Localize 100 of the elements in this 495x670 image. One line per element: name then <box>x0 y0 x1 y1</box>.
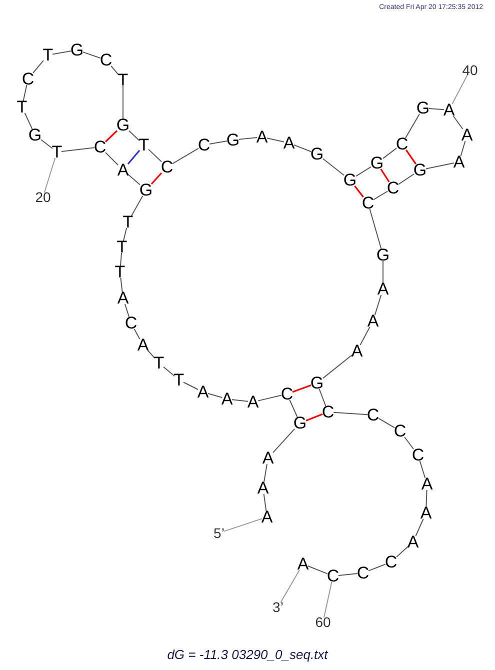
nucleotide-letter: A <box>443 102 455 118</box>
base-pair-line <box>104 130 118 142</box>
nucleotide-letter: A <box>117 162 129 178</box>
nucleotide-letter: C <box>124 314 138 332</box>
position-label: 40 <box>462 63 478 77</box>
backbone-line <box>264 464 268 482</box>
backbone-line <box>338 573 358 576</box>
nucleotide-letter: G <box>310 146 324 162</box>
nucleotide-letter: C <box>160 158 174 176</box>
backbone-line <box>183 382 198 390</box>
nucleotide-letter: G <box>139 182 153 198</box>
nucleotide-letter: G <box>70 42 84 58</box>
nucleotide-letter: A <box>197 384 209 400</box>
nucleotide-letter: G <box>416 100 430 116</box>
backbone-line <box>308 566 328 574</box>
backbone-line <box>124 304 130 318</box>
nucleotide-letter: C <box>326 568 340 584</box>
nucleotide-letter: C <box>198 136 210 154</box>
base-pair-line <box>380 168 390 182</box>
backbone-line <box>238 137 258 140</box>
nucleotide-letter: C <box>22 70 34 88</box>
backbone-line <box>426 162 454 170</box>
nucleotide-letter: A <box>420 504 432 522</box>
nucleotide-letter: A <box>461 126 473 144</box>
nucleotide-letter: C <box>356 564 370 582</box>
backbone-line <box>322 354 352 379</box>
position-label: 60 <box>315 615 331 629</box>
backbone-line <box>120 252 122 266</box>
nucleotide-letter: T <box>138 136 150 154</box>
backbone-line <box>128 174 140 186</box>
backbone-line <box>40 139 53 150</box>
backbone-line <box>134 328 140 340</box>
backbone-line <box>428 108 444 110</box>
leader-line <box>280 570 300 603</box>
backbone-line <box>172 148 199 164</box>
backbone-line <box>148 350 155 358</box>
nucleotide-letter: G <box>28 126 42 144</box>
nucleotide-letter: A <box>247 394 259 410</box>
nucleotide-letter: A <box>262 450 274 466</box>
leader-line <box>44 158 56 193</box>
backbone-line <box>61 147 95 152</box>
backbone-line <box>266 138 284 142</box>
backbone-line <box>452 116 464 130</box>
backbone-line <box>322 158 344 176</box>
backbone-line <box>405 114 420 138</box>
backbone-line <box>122 228 128 242</box>
backbone-line <box>360 326 370 346</box>
backbone-line <box>82 52 101 59</box>
backbone-line <box>105 152 118 166</box>
base-pair-line <box>127 150 140 165</box>
backbone-line <box>419 460 426 478</box>
backbone-line <box>368 564 386 572</box>
nucleotide-letter: C <box>394 422 406 440</box>
backbone-line <box>122 86 124 120</box>
nucleotide-letter: C <box>396 136 408 152</box>
backbone-line <box>148 148 162 162</box>
nucleotide-letter: C <box>362 194 374 212</box>
caption: dG = -11.3 03290_0_seq.txt <box>166 647 330 662</box>
backbone-line <box>382 148 397 159</box>
nucleotide-letter: T <box>122 214 134 230</box>
nucleotide-letter: T <box>42 46 54 64</box>
leader-line <box>224 518 262 532</box>
backbone-line <box>258 394 282 402</box>
base-pair-line <box>292 384 312 393</box>
nucleotide-letter: G <box>413 162 427 178</box>
nucleotide-letter: A <box>283 134 295 152</box>
backbone-line <box>333 412 368 416</box>
backbone-line <box>209 140 228 145</box>
nucleotide-letter: T <box>16 98 28 116</box>
nucleotide-letter: A <box>261 508 273 526</box>
backbone-line <box>289 400 298 418</box>
leader-line <box>452 74 468 104</box>
nucleotide-letter: A <box>257 480 269 496</box>
base-pair-line <box>406 150 416 164</box>
nucleotide-letter: A <box>453 154 465 170</box>
backbone-line <box>460 140 466 156</box>
nucleotide-letter: A <box>221 390 233 408</box>
backbone-line <box>415 518 424 536</box>
nucleotide-letter: A <box>351 342 363 360</box>
nucleotide-letter: G <box>370 154 384 172</box>
nucleotide-letter: A <box>421 476 433 492</box>
backbone-line <box>382 260 384 284</box>
backbone-line <box>396 546 408 558</box>
backbone-line <box>263 494 267 512</box>
nucleotide-letter: T <box>154 354 164 372</box>
nucleotide-letter: A <box>297 556 309 572</box>
backbone-line <box>110 66 119 76</box>
nucleotide-letter: T <box>114 264 126 280</box>
nucleotide-letter: C <box>280 386 294 402</box>
nucleotide-letter: C <box>100 52 112 68</box>
backbone-line <box>356 166 372 177</box>
backbone-line <box>369 208 382 250</box>
nucleotide-letter: A <box>256 128 268 146</box>
backbone-line <box>163 366 175 377</box>
nucleotide-letter: A <box>377 280 389 298</box>
backbone-line <box>374 294 382 316</box>
nucleotide-letter: G <box>226 132 240 148</box>
nucleotide-letter: G <box>343 172 357 188</box>
backbone-line <box>24 112 33 130</box>
nucleotide-letter: C <box>322 404 334 420</box>
